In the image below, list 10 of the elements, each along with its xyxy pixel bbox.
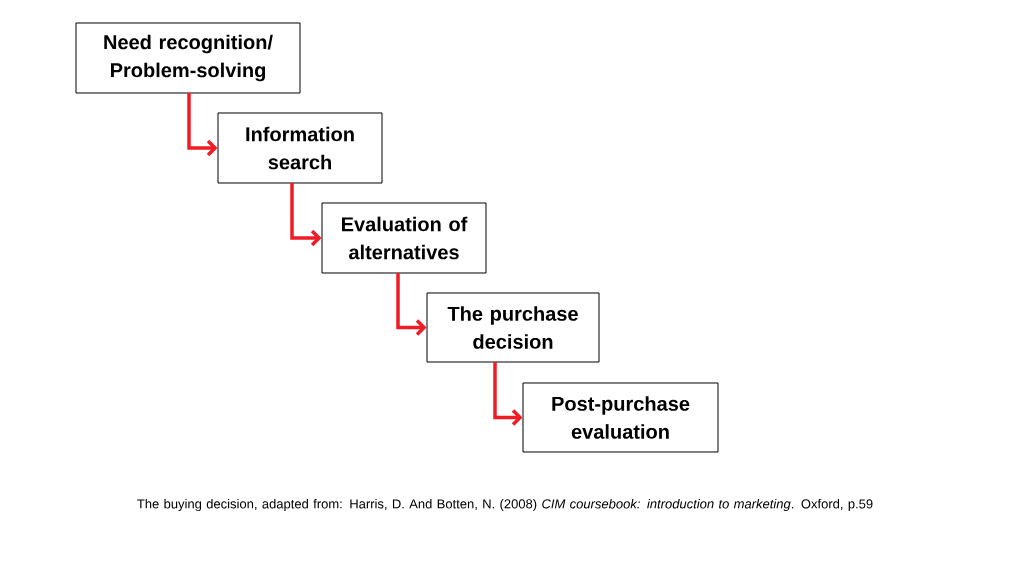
process-box: Need recognition/ Problem-solving [75,22,301,94]
process-box: Post-purchase evaluation [522,382,719,453]
arrow [493,362,523,426]
caption: The buying decision, adapted from: Harris, D. And Botten, N. (2008) CIM coursebook: introduction to marketing. Oxford, p.59 [137,498,873,512]
process-box: The purchase decision [426,292,600,363]
arrow [396,273,427,336]
process-box: Evaluation of alternatives [321,202,487,274]
arrow [290,183,322,247]
process-box: Information search [217,112,383,184]
arrow [187,93,218,157]
